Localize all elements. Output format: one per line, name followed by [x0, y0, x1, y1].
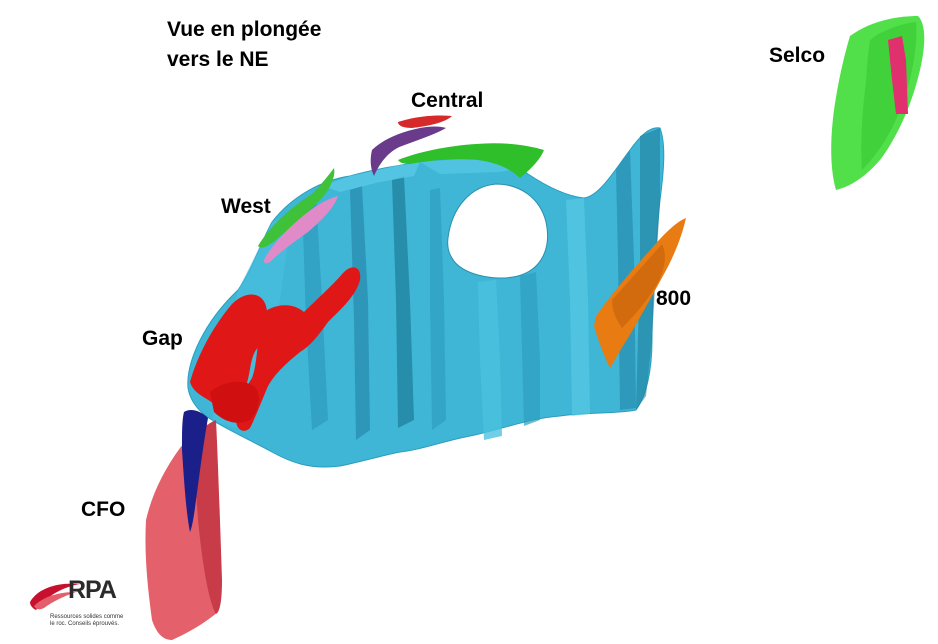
label-800: 800 — [656, 287, 692, 310]
central-zone — [370, 115, 544, 178]
label-central: Central — [411, 89, 484, 112]
label-selco: Selco — [769, 44, 826, 67]
label-gap: Gap — [142, 327, 183, 350]
view-title-line-2: vers le NE — [167, 48, 269, 71]
label-cfo: CFO — [81, 498, 126, 521]
logo-wordmark: RPA — [68, 576, 117, 604]
zone-800 — [594, 218, 686, 368]
logo-tagline-line-1: Ressources solides comme — [50, 614, 124, 620]
gap-zone — [190, 267, 361, 431]
logo-tagline-line-2: le roc. Conseils éprouvés. — [50, 621, 120, 627]
cfo-zone — [145, 410, 222, 640]
view-title-line-1: Vue en plongée — [167, 18, 322, 41]
label-west: West — [221, 195, 271, 218]
selco-zone — [831, 16, 925, 190]
west-zone — [258, 168, 338, 264]
logo-tagline: Ressources solides comme le roc. Conseil… — [50, 614, 140, 628]
rpa-logo: RPA Ressources solides comme le roc. Con… — [28, 574, 138, 634]
rpa-swoosh-icon — [30, 583, 80, 610]
